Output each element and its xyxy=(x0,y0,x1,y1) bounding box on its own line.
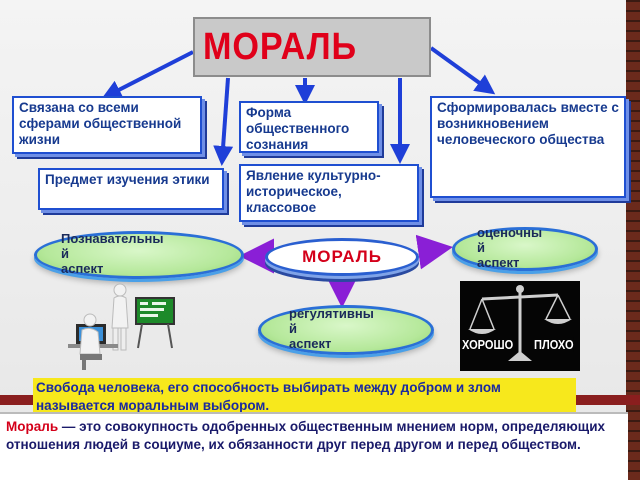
aspect-evaluative-line1: оценочны xyxy=(477,225,543,240)
box-phenomenon-text: Явление культурно-историческое, классово… xyxy=(246,168,381,215)
center-moral-label: МОРАЛЬ xyxy=(302,247,382,266)
center-moral: МОРАЛЬ xyxy=(265,238,419,276)
aspect-regulative-line1: регулятивны xyxy=(289,306,374,321)
aspect-cognitive: Познавательны й аспект xyxy=(34,231,244,279)
scales-icon xyxy=(468,285,572,361)
box-subject-text: Предмет изучения этики xyxy=(45,172,210,187)
aspect-regulative: регулятивны й аспект xyxy=(258,305,434,355)
definition-text: — это совокупность одобренных общественн… xyxy=(6,419,606,452)
arrow-to-spheres xyxy=(101,50,194,99)
arrow-to-formed xyxy=(429,46,496,95)
page-title: МОРАЛЬ xyxy=(203,25,357,68)
freedom-statement: Свобода человека, его способность выбира… xyxy=(33,378,576,416)
brick-edge xyxy=(626,0,640,480)
definition-box: Мораль — это совокупность одобренных общ… xyxy=(0,412,628,480)
scales-bad-label: ПЛОХО xyxy=(534,337,574,352)
aspect-cognitive-line1: Познавательны xyxy=(61,231,164,246)
box-form: Форма общественного сознания xyxy=(239,101,379,153)
freedom-statement-text: Свобода человека, его способность выбира… xyxy=(36,380,501,413)
aspect-cognitive-line3: аспект xyxy=(61,261,104,276)
aspect-evaluative-line3: аспект xyxy=(477,255,520,270)
definition-term: Мораль xyxy=(6,419,59,434)
arrow-to-evaluative xyxy=(415,234,453,270)
aspect-evaluative-line2: й xyxy=(477,240,485,255)
box-form-text: Форма общественного сознания xyxy=(246,105,350,152)
aspect-cognitive-line2: й xyxy=(61,246,69,261)
scales-illustration: ХОРОШО ПЛОХО xyxy=(460,281,580,371)
box-formed: Сформировалась вместе с возникновением ч… xyxy=(430,96,626,198)
aspect-evaluative: оценочны й аспект xyxy=(452,225,598,271)
box-spheres-text: Связана со всеми сферами общественной жи… xyxy=(19,100,182,147)
arrow-to-subject xyxy=(213,77,234,166)
aspect-regulative-line3: аспект xyxy=(289,336,332,351)
study-illustration xyxy=(68,283,175,370)
box-phenomenon: Явление культурно-историческое, классово… xyxy=(239,164,419,222)
title-box: МОРАЛЬ xyxy=(193,17,431,77)
box-formed-text: Сформировалась вместе с возникновением ч… xyxy=(437,100,619,147)
scales-good-label: ХОРОШО xyxy=(462,337,514,352)
box-subject: Предмет изучения этики xyxy=(38,168,224,210)
box-spheres: Связана со всеми сферами общественной жи… xyxy=(12,96,202,154)
aspect-regulative-line2: й xyxy=(289,321,297,336)
